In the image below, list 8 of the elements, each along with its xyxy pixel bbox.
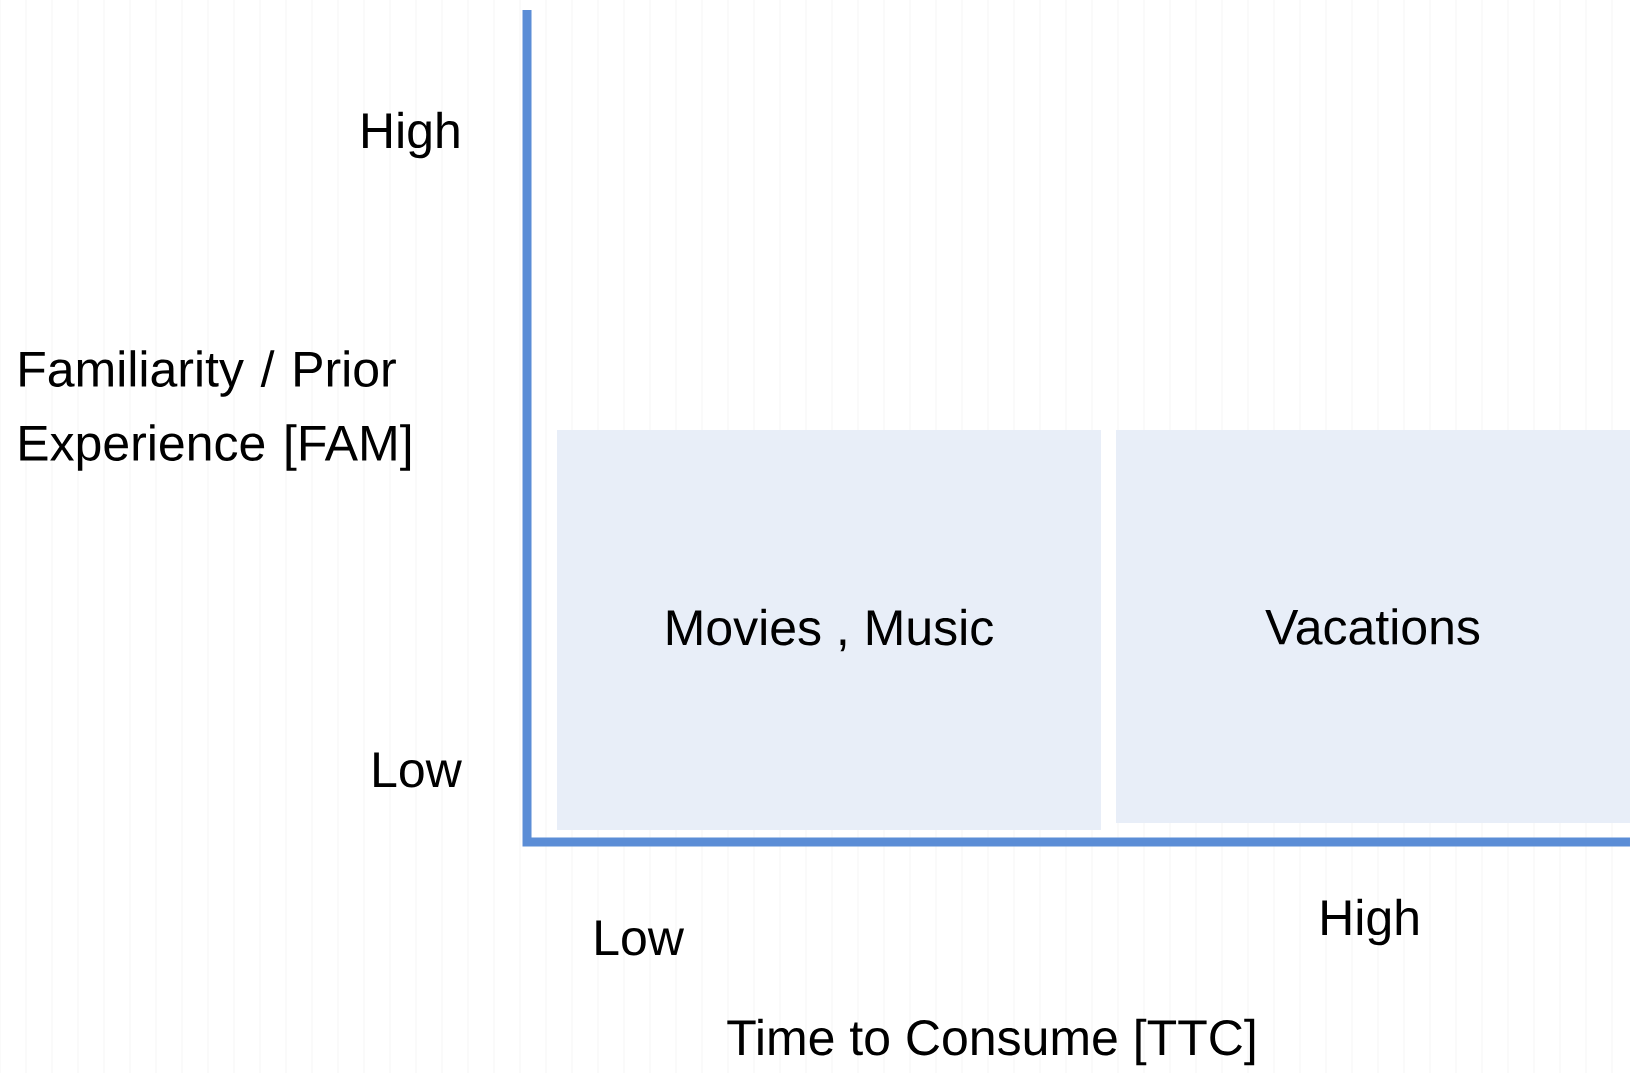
axis-label: Low	[596, 920, 685, 956]
axis-label: Low	[374, 752, 462, 788]
axis-label: Time to Consume [TTC]	[727, 1018, 1255, 1066]
axis-label: High	[1322, 898, 1418, 946]
axis-label: Familiarity / Prior Experience [FAM]	[20, 350, 411, 471]
category-box: Vacations	[1116, 430, 1630, 823]
axis-label: High	[363, 111, 459, 159]
category-box: Movies , Music	[557, 430, 1101, 830]
